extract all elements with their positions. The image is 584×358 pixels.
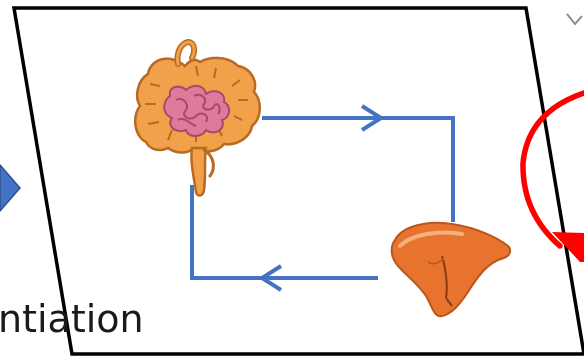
grey-tick-mark <box>567 14 582 24</box>
partial-caption-text: ntiation <box>0 300 144 338</box>
left-flow-arrow <box>0 165 20 211</box>
